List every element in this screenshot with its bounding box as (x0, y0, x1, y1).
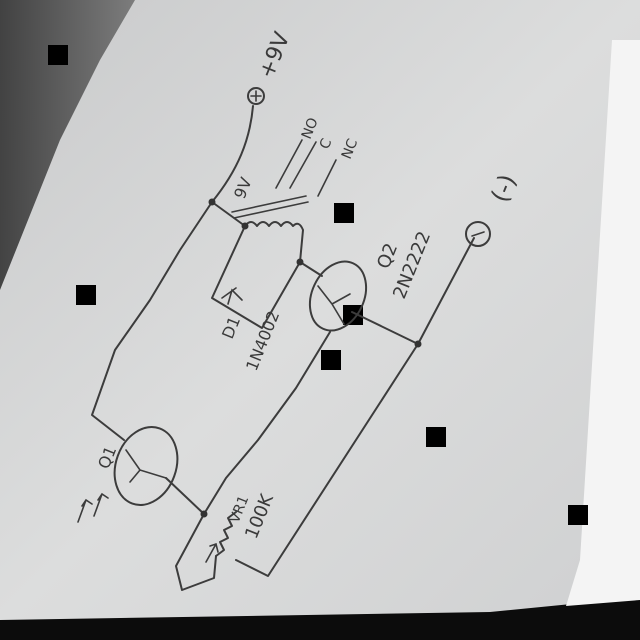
redaction-square (48, 45, 68, 65)
junction-dot (414, 340, 422, 348)
q1-internals (125, 449, 167, 483)
potentiometer (175, 513, 217, 591)
phototransistor-q1 (113, 426, 179, 506)
redaction-square (76, 285, 96, 305)
relay-core (231, 195, 309, 219)
transistor-q2 (308, 260, 368, 332)
paper-sheet (0, 0, 640, 620)
junction-dot (200, 510, 208, 518)
ground-wire (235, 237, 475, 577)
relay-contact-lines (275, 139, 337, 197)
pen-shadow (0, 0, 135, 290)
supply-wire (91, 105, 254, 441)
relay-coil (244, 221, 304, 263)
relay-feed-wire (211, 201, 246, 227)
redaction-square (426, 427, 446, 447)
redaction-square (568, 505, 588, 525)
redaction-square (321, 350, 341, 370)
diode-wire (211, 225, 301, 329)
supply-terminal (247, 87, 265, 105)
junction-dot (208, 198, 216, 206)
q1-emitter-wire (165, 477, 205, 515)
redaction-square (334, 203, 354, 223)
potentiometer-zigzag (215, 511, 237, 557)
ground-terminal-minus (471, 231, 485, 237)
base-wire (299, 261, 323, 277)
redaction-square (343, 305, 363, 325)
emitter-wire (351, 311, 419, 345)
relay-contact-no: NO (299, 116, 322, 142)
diode-symbol (221, 287, 243, 305)
supply-terminal-plus (250, 90, 262, 102)
light-arrows (77, 492, 109, 523)
junction-dot (241, 222, 249, 230)
relay-contact-nc: NC (339, 137, 362, 162)
junction-dot (296, 258, 304, 266)
potentiometer-wiper (205, 542, 219, 563)
signal-wire (203, 331, 331, 515)
paper-edge-highlight (566, 40, 640, 606)
q2-internals (317, 285, 351, 325)
ground-terminal (465, 221, 491, 247)
